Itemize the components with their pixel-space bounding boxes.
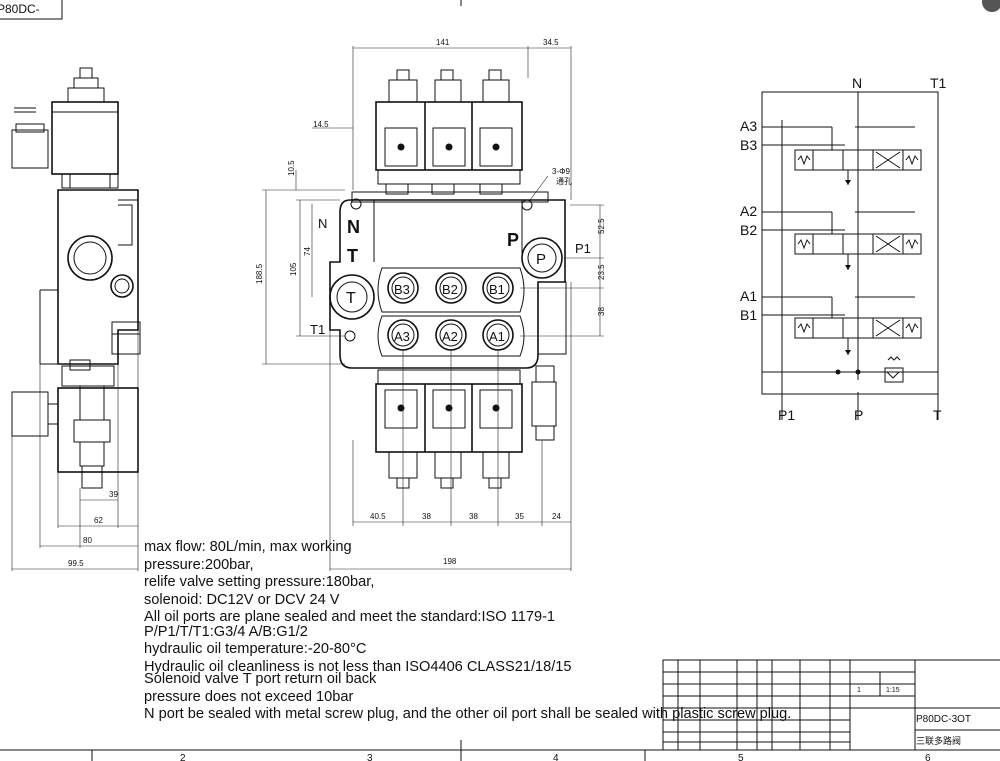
svg-text:T: T	[347, 246, 358, 266]
svg-text:141: 141	[436, 38, 450, 47]
svg-text:38: 38	[597, 307, 606, 316]
svg-text:N: N	[318, 216, 327, 231]
svg-text:34.5: 34.5	[543, 38, 559, 47]
svg-text:T: T	[346, 290, 356, 307]
svg-text:N: N	[347, 217, 360, 237]
svg-text:N: N	[852, 75, 862, 91]
svg-text:P80DC-3OT: P80DC-3OT	[916, 714, 971, 725]
svg-text:P: P	[854, 407, 863, 423]
svg-text:24: 24	[552, 512, 561, 521]
svg-text:通孔: 通孔	[556, 176, 572, 186]
svg-text:T: T	[933, 407, 942, 423]
svg-text:74: 74	[303, 247, 312, 256]
svg-text:A1: A1	[740, 288, 757, 304]
svg-text:B2: B2	[442, 282, 458, 297]
technical-notes: max flow: 80L/min, max working pressure:…	[144, 539, 864, 724]
svg-text:62: 62	[94, 516, 103, 525]
svg-text:B1: B1	[489, 282, 505, 297]
svg-text:38: 38	[422, 512, 431, 521]
svg-text:6: 6	[925, 753, 931, 761]
note-line: hydraulic oil temperature:-20-80°C	[144, 641, 367, 657]
svg-text:188.5: 188.5	[255, 263, 264, 284]
svg-text:198: 198	[443, 557, 457, 566]
svg-text:105: 105	[289, 262, 298, 276]
svg-text:T1: T1	[310, 322, 325, 337]
svg-text:B2: B2	[740, 222, 757, 238]
svg-text:P: P	[536, 251, 546, 268]
svg-text:99.5: 99.5	[68, 559, 84, 568]
svg-text:3-Φ9: 3-Φ9	[552, 167, 570, 176]
svg-text:80: 80	[83, 536, 92, 545]
svg-text:39: 39	[109, 490, 118, 499]
svg-text:40.5: 40.5	[370, 512, 386, 521]
note-line: N port be sealed with metal screw plug, …	[144, 706, 792, 722]
note-line: All oil ports are plane sealed and meet …	[144, 609, 556, 625]
note-line: Solenoid valve T port return oil back	[144, 671, 377, 687]
svg-text:A3: A3	[394, 329, 410, 344]
note-line: pressure does not exceed 10bar	[144, 688, 354, 705]
svg-text:P1: P1	[575, 241, 591, 256]
svg-text:A3: A3	[740, 118, 757, 134]
svg-text:P1: P1	[778, 407, 795, 423]
svg-text:38: 38	[469, 512, 478, 521]
svg-text:4: 4	[553, 753, 559, 761]
svg-text:5: 5	[738, 753, 744, 761]
note-line: pressure:200bar,	[144, 556, 254, 573]
svg-text:B3: B3	[394, 282, 410, 297]
svg-text:10.5: 10.5	[287, 160, 296, 176]
svg-text:35: 35	[515, 512, 524, 521]
bottom-solenoids	[375, 369, 523, 489]
svg-text:P80DC-: P80DC-	[0, 2, 40, 16]
svg-text:B3: B3	[740, 137, 757, 153]
svg-text:三联多路阀: 三联多路阀	[916, 735, 961, 746]
note-line: solenoid: DC12V or DCV 24 V	[144, 591, 340, 608]
svg-text:52.5: 52.5	[597, 218, 606, 234]
corner-label: P80DC-	[0, 0, 63, 20]
svg-text:3: 3	[367, 753, 373, 761]
side-view: 39 62 80 99.5	[11, 67, 141, 571]
top-solenoids	[375, 69, 523, 195]
note-line: max flow: 80L/min, max working	[144, 539, 352, 555]
svg-text:1:15: 1:15	[886, 687, 900, 694]
svg-text:1: 1	[857, 687, 861, 694]
corner-badge	[982, 0, 1000, 12]
note-line: Hydraulic oil cleanliness is not less th…	[144, 658, 572, 675]
svg-text:A2: A2	[442, 329, 458, 344]
svg-text:2: 2	[180, 753, 186, 761]
note-line: P/P1/T/T1:G3/4 A/B:G1/2	[144, 623, 308, 640]
svg-text:14.5: 14.5	[313, 120, 329, 129]
svg-text:B1: B1	[740, 307, 757, 323]
svg-text:A1: A1	[489, 329, 505, 344]
svg-text:T1: T1	[930, 75, 947, 91]
title-block: 1 1:15 P80DC-3OT 三联多路阀	[662, 659, 1000, 751]
note-line: relife valve setting pressure:180bar,	[144, 574, 375, 590]
front-view: 141 34.5	[255, 38, 606, 571]
svg-text:23.5: 23.5	[597, 264, 606, 280]
svg-text:A2: A2	[740, 203, 757, 219]
hydraulic-schematic: N T1 A3 B3 A2 B2	[740, 75, 947, 423]
zone-strip: 2 3 4 5 6	[0, 740, 1000, 761]
svg-text:P: P	[507, 230, 519, 250]
